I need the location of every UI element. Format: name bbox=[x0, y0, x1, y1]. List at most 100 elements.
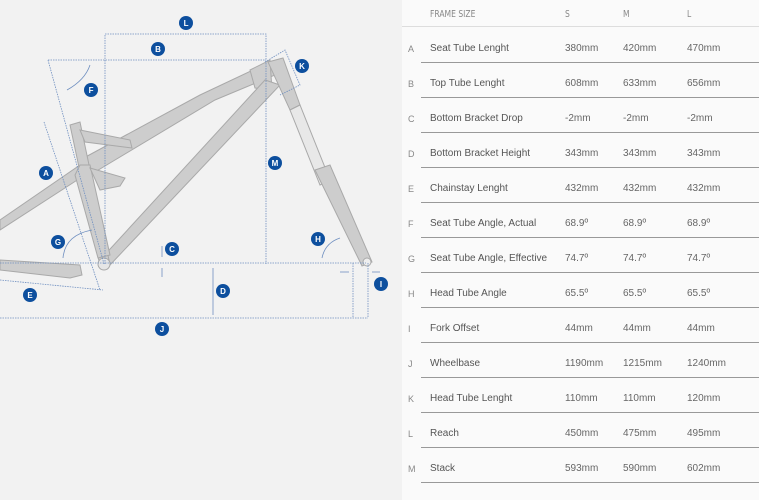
value-m: 44mm bbox=[623, 323, 651, 334]
row-letter: I bbox=[408, 324, 411, 334]
row-name: Head Tube Angle bbox=[430, 288, 507, 299]
size-s-header: S bbox=[565, 9, 570, 20]
row-name: Bottom Bracket Drop bbox=[430, 113, 523, 124]
row-name: Bottom Bracket Height bbox=[430, 148, 531, 159]
value-s: 432mm bbox=[565, 183, 599, 194]
table-row: L Reach 450mm 475mm 495mm bbox=[402, 428, 759, 465]
row-divider bbox=[421, 447, 759, 448]
row-divider bbox=[421, 167, 759, 168]
value-m: -2mm bbox=[623, 113, 649, 124]
value-l: 120mm bbox=[687, 393, 721, 404]
value-l: 44mm bbox=[687, 323, 715, 334]
badge-g: G bbox=[55, 238, 61, 247]
badge-k: K bbox=[299, 62, 305, 71]
row-letter: D bbox=[408, 149, 415, 159]
table-row: J Wheelbase 1190mm 1215mm 1240mm bbox=[402, 358, 759, 395]
value-l: 495mm bbox=[687, 428, 721, 439]
row-letter: E bbox=[408, 184, 415, 194]
frame-drawing bbox=[0, 57, 373, 279]
value-s: 343mm bbox=[565, 148, 599, 159]
value-m: 633mm bbox=[623, 78, 657, 89]
value-m: 110mm bbox=[623, 393, 656, 404]
value-m: 590mm bbox=[623, 463, 657, 474]
row-letter: G bbox=[408, 254, 416, 264]
row-name: Top Tube Lenght bbox=[430, 78, 505, 89]
row-name: Chainstay Lenght bbox=[430, 183, 508, 194]
value-s: -2mm bbox=[565, 113, 591, 124]
table-row: H Head Tube Angle 65.5º 65.5º 65.5º bbox=[402, 288, 759, 325]
value-l: 74.7º bbox=[687, 253, 711, 264]
row-divider bbox=[421, 307, 759, 308]
frame-geometry-diagram: L B K F A M G C H I E D J bbox=[0, 16, 388, 336]
row-name: Wheelbase bbox=[430, 358, 481, 369]
value-m: 65.5º bbox=[623, 288, 647, 299]
dimension-lines bbox=[0, 33, 369, 319]
row-divider bbox=[421, 482, 759, 483]
value-l: 343mm bbox=[687, 148, 721, 159]
row-name: Seat Tube Lenght bbox=[430, 43, 509, 54]
row-letter: K bbox=[408, 394, 415, 404]
value-m: 420mm bbox=[623, 43, 657, 54]
value-s: 380mm bbox=[565, 43, 599, 54]
value-m: 475mm bbox=[623, 428, 657, 439]
row-name: Seat Tube Angle, Effective bbox=[430, 253, 548, 264]
value-s: 74.7º bbox=[565, 253, 589, 264]
badge-i: I bbox=[380, 280, 382, 289]
value-s: 1190mm bbox=[565, 358, 604, 369]
measurement-badges: L B K F A M G C H I E D J bbox=[23, 16, 388, 336]
value-l: -2mm bbox=[687, 113, 713, 124]
badge-j: J bbox=[160, 325, 164, 334]
geometry-table: FRAME SIZE S M L A Seat Tube Lenght 380m… bbox=[402, 0, 759, 500]
value-s: 68.9º bbox=[565, 218, 589, 229]
value-s: 608mm bbox=[565, 78, 599, 89]
badge-l: L bbox=[184, 19, 189, 28]
value-m: 74.7º bbox=[623, 253, 647, 264]
value-l: 68.9º bbox=[687, 218, 711, 229]
badge-a: A bbox=[43, 169, 49, 178]
value-l: 1240mm bbox=[687, 358, 726, 369]
value-s: 65.5º bbox=[565, 288, 589, 299]
row-divider bbox=[421, 62, 759, 63]
row-divider bbox=[421, 132, 759, 133]
row-divider bbox=[421, 97, 759, 98]
value-s: 44mm bbox=[565, 323, 593, 334]
table-row: I Fork Offset 44mm 44mm 44mm bbox=[402, 323, 759, 360]
badge-b: B bbox=[155, 45, 161, 54]
value-l: 602mm bbox=[687, 463, 721, 474]
value-s: 110mm bbox=[565, 393, 598, 404]
badge-e: E bbox=[27, 291, 33, 300]
size-m-header: M bbox=[623, 9, 630, 20]
row-letter: A bbox=[408, 44, 415, 54]
row-letter: F bbox=[408, 219, 414, 229]
row-name: Reach bbox=[430, 428, 459, 439]
table-row: F Seat Tube Angle, Actual 68.9º 68.9º 68… bbox=[402, 218, 759, 255]
table-row: E Chainstay Lenght 432mm 432mm 432mm bbox=[402, 183, 759, 220]
row-divider bbox=[421, 272, 759, 273]
value-s: 450mm bbox=[565, 428, 599, 439]
row-letter: M bbox=[408, 464, 416, 474]
badge-m: M bbox=[272, 159, 279, 168]
row-name: Fork Offset bbox=[430, 323, 480, 334]
row-letter: C bbox=[408, 114, 415, 124]
value-l: 432mm bbox=[687, 183, 721, 194]
size-l-header: L bbox=[687, 9, 692, 20]
row-letter: H bbox=[408, 289, 415, 299]
badge-c: C bbox=[169, 245, 175, 254]
header-divider bbox=[402, 26, 759, 27]
row-divider bbox=[421, 342, 759, 343]
value-m: 68.9º bbox=[623, 218, 647, 229]
badge-d: D bbox=[220, 287, 226, 296]
row-divider bbox=[421, 202, 759, 203]
row-divider bbox=[421, 377, 759, 378]
table-row: C Bottom Bracket Drop -2mm -2mm -2mm bbox=[402, 113, 759, 150]
table-row: G Seat Tube Angle, Effective 74.7º 74.7º… bbox=[402, 253, 759, 290]
value-l: 656mm bbox=[687, 78, 721, 89]
table-row: B Top Tube Lenght 608mm 633mm 656mm bbox=[402, 78, 759, 115]
row-divider bbox=[421, 412, 759, 413]
row-letter: J bbox=[408, 359, 413, 369]
row-name: Seat Tube Angle, Actual bbox=[430, 218, 537, 229]
table-row: K Head Tube Lenght 110mm 110mm 120mm bbox=[402, 393, 759, 430]
table-row: A Seat Tube Lenght 380mm 420mm 470mm bbox=[402, 43, 759, 80]
row-letter: L bbox=[408, 429, 414, 439]
row-name: Head Tube Lenght bbox=[430, 393, 513, 404]
